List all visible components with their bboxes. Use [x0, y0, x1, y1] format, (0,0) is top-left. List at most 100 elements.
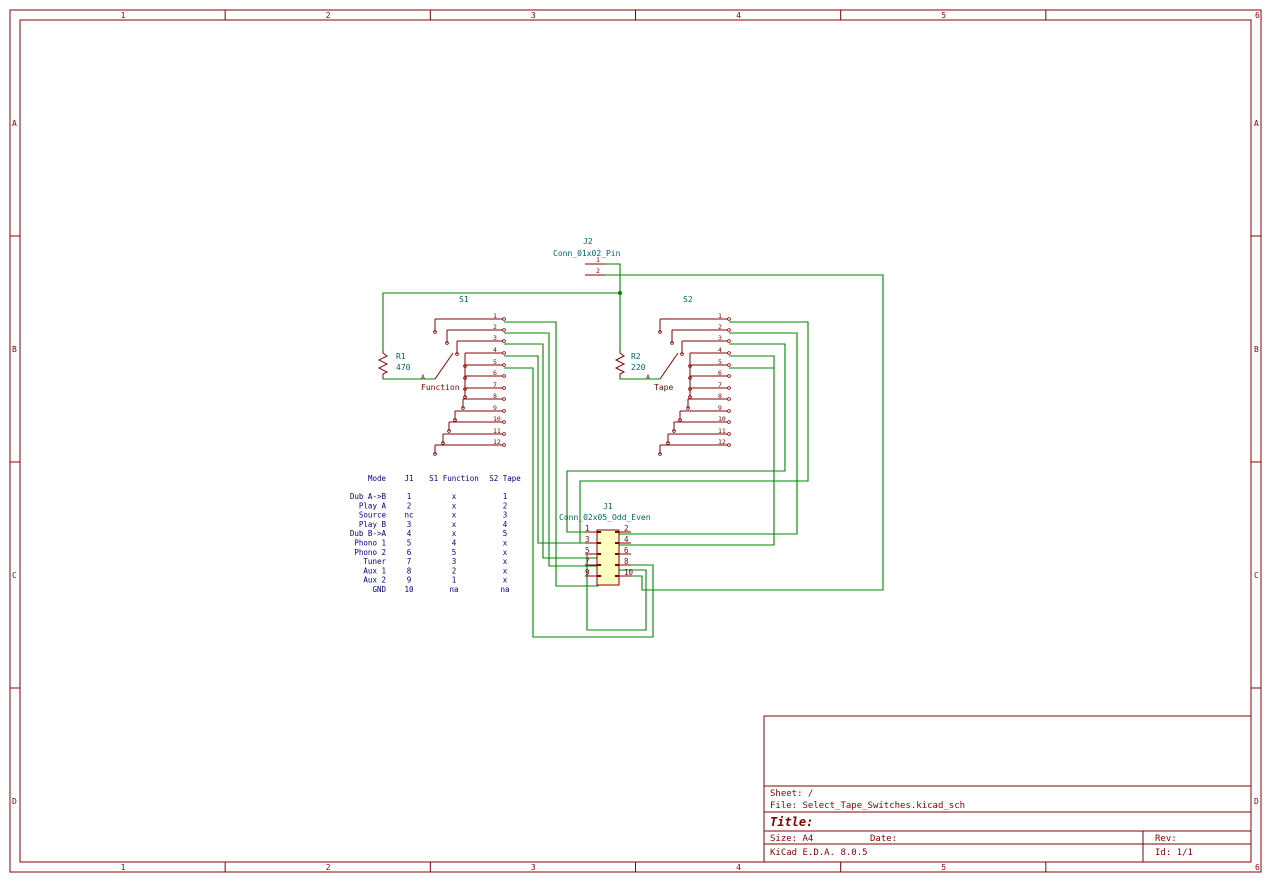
table-cell: Aux 2: [363, 576, 386, 585]
title-block: Sheet: / File: Select_Tape_Switches.kica…: [763, 715, 1252, 863]
tb-date: Date:: [870, 834, 897, 844]
table-header: S1 Function: [429, 474, 479, 483]
table-cell: Phono 1: [354, 539, 386, 548]
title-block-border: [763, 715, 1252, 863]
table-cell: x: [503, 557, 508, 566]
tb-id: Id: 1/1: [1155, 848, 1193, 858]
j1-pin-num: 9: [585, 568, 590, 577]
switch-pin-num: 12: [718, 438, 726, 446]
tb-rev: Rev:: [1155, 834, 1177, 844]
tb-size: Size: A4: [770, 834, 813, 844]
table-cell: 6: [407, 548, 412, 557]
r1-ref: R1: [396, 352, 406, 361]
table-cell: 7: [407, 557, 412, 566]
j1-pin-num: 10: [624, 568, 634, 577]
r2-ref: R2: [631, 352, 641, 361]
switch-pin-num: 8: [493, 392, 497, 400]
row-label-left: D: [12, 797, 17, 806]
table-cell: x: [452, 529, 457, 538]
tb-file: File: Select_Tape_Switches.kicad_sch: [770, 801, 965, 811]
switch-pin-num: 11: [718, 427, 726, 435]
switch-pin-num: 1: [493, 312, 497, 320]
resistor-r2[interactable]: R2 220: [614, 350, 646, 377]
j1-pin-num: 7: [585, 557, 590, 566]
wires: [382, 263, 884, 638]
switch-pin-num: 9: [718, 404, 722, 412]
table-cell: Phono 2: [354, 548, 386, 557]
table-cell: x: [503, 566, 508, 575]
s2-ref: S2: [683, 295, 693, 304]
table-cell: 10: [404, 585, 414, 594]
row-label-right: C: [1254, 571, 1259, 580]
switch-pin-num: 2: [718, 323, 722, 331]
table-cell: Dub B->A: [350, 529, 387, 538]
j1-pin-num: 4: [624, 535, 629, 544]
table-cell: x: [452, 492, 457, 501]
switch-pin-num: 8: [718, 392, 722, 400]
switch-pin-num: 3: [718, 334, 722, 342]
col-label-bottom: 2: [326, 863, 331, 872]
j1-ref: J1: [603, 502, 613, 511]
col-label-bottom: 1: [121, 863, 126, 872]
col-label-bottom: 4: [736, 863, 741, 872]
table-cell: 8: [407, 566, 412, 575]
switch-pin-num: 10: [493, 415, 501, 423]
s2-value: Tape: [654, 383, 673, 392]
col-label-bottom: 3: [531, 863, 536, 872]
table-cell: x: [503, 539, 508, 548]
row-label-right: D: [1254, 797, 1259, 806]
table-cell: na: [449, 585, 458, 594]
table-cell: GND: [372, 585, 386, 594]
j2-value: Conn_01x02_Pin: [553, 249, 621, 258]
table-cell: 3: [503, 511, 508, 520]
inner-frame: [19, 19, 1252, 863]
j1-body: [596, 529, 620, 586]
r1-value: 470: [396, 363, 411, 372]
table-cell: Dub A->B: [350, 492, 387, 501]
col-label-top: 1: [121, 11, 126, 20]
table-header: S2 Tape: [489, 474, 521, 483]
tb-kicad: KiCad E.D.A. 8.0.5: [770, 848, 868, 858]
table-cell: x: [503, 576, 508, 585]
row-label-right: B: [1254, 345, 1259, 354]
tb-sheet: Sheet: /: [770, 789, 813, 799]
switch-pin-num: 6: [718, 369, 722, 377]
col-label-bottom: 5: [941, 863, 946, 872]
j1-pin-num: 8: [624, 557, 629, 566]
resistor-r1[interactable]: R1 470: [377, 350, 411, 377]
connector-j2[interactable]: J2 Conn_01x02_Pin 1 2: [553, 237, 621, 276]
table-cell: 9: [407, 576, 412, 585]
col-label-top: 3: [531, 11, 536, 20]
table-cell: 5: [503, 529, 508, 538]
table-cell: 4: [503, 520, 508, 529]
switch-pin-num: 7: [718, 381, 722, 389]
switch-pin-num: 6: [493, 369, 497, 377]
r2-value: 220: [631, 363, 646, 372]
table-cell: Aux 1: [363, 566, 386, 575]
j2-pin1-num: 1: [596, 256, 600, 264]
table-cell: 3: [452, 557, 457, 566]
switch-pin-num: 1: [718, 312, 722, 320]
table-cell: 2: [503, 501, 508, 510]
row-label-left: B: [12, 345, 17, 354]
j2-ref: J2: [583, 237, 593, 246]
table-cell: nc: [404, 511, 413, 520]
col-label-top: 4: [736, 11, 741, 20]
switch-pin-num: 9: [493, 404, 497, 412]
table-header: J1: [404, 474, 413, 483]
s1-value: Function: [421, 383, 460, 392]
tb-title: Title:: [770, 815, 813, 829]
switch-pin-num: 10: [718, 415, 726, 423]
table-cell: x: [503, 548, 508, 557]
table-cell: 3: [407, 520, 412, 529]
s2-common: A: [646, 373, 650, 381]
col-label-top: 2: [326, 11, 331, 20]
table-cell: 4: [407, 529, 412, 538]
